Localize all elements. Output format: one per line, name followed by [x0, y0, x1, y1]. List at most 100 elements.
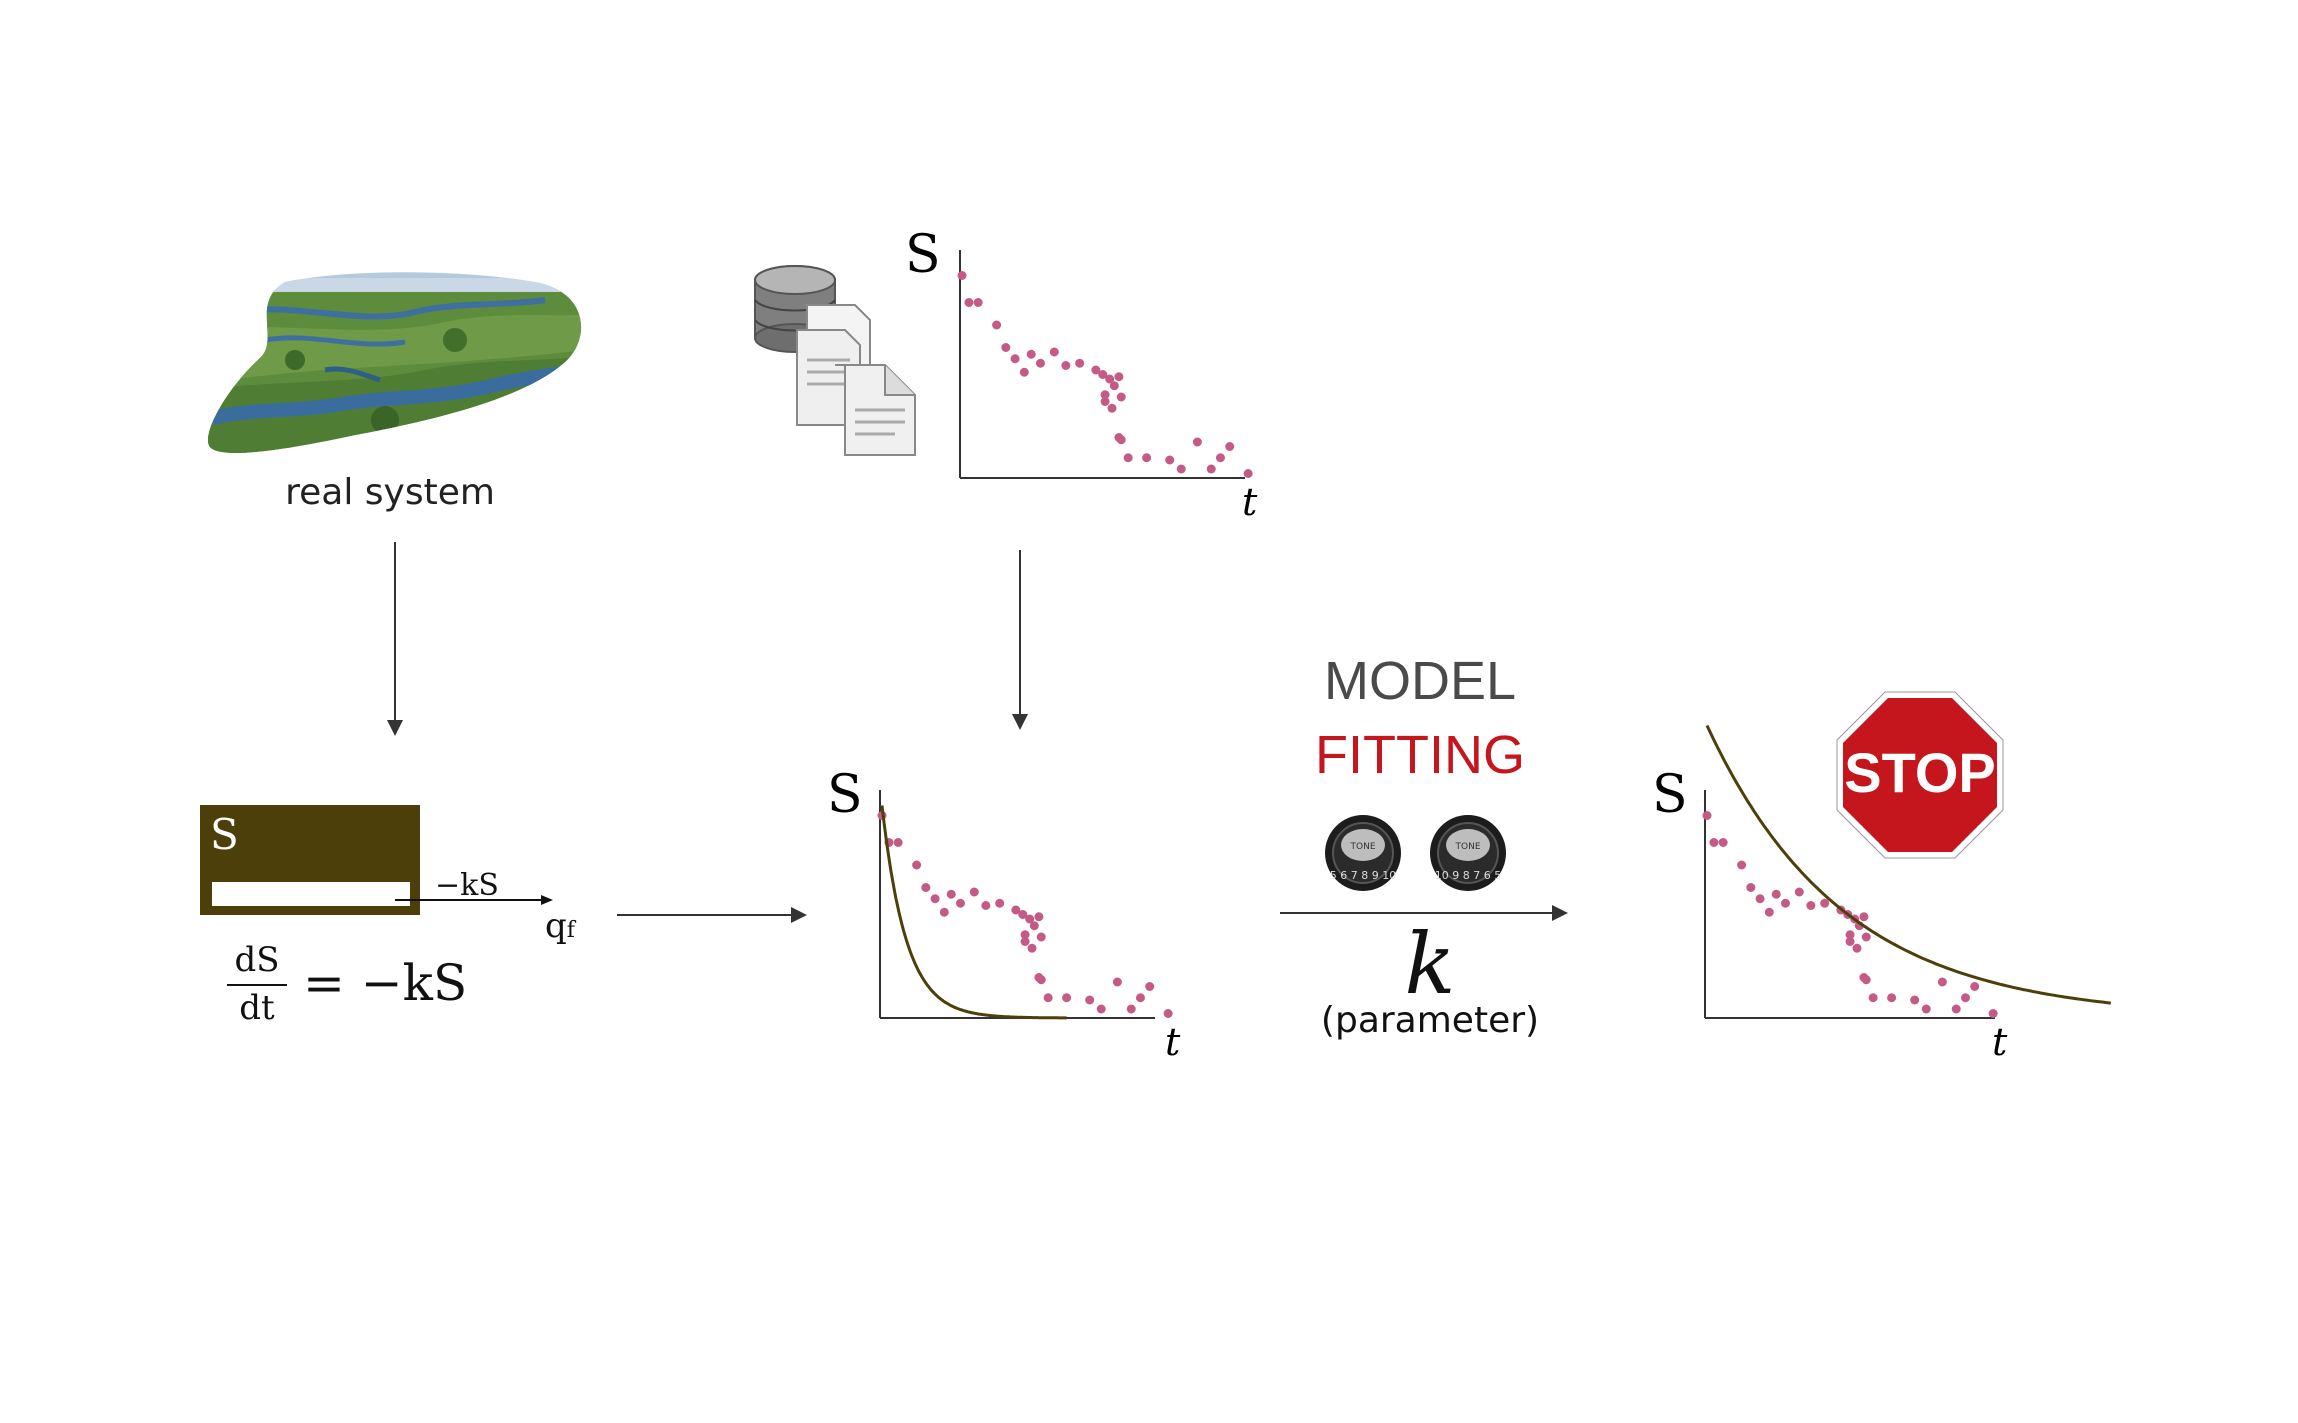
data-point	[1861, 975, 1871, 985]
x-axis-label: t	[1992, 1020, 2008, 1064]
data-point	[1215, 453, 1225, 463]
data-point	[1061, 361, 1071, 370]
x-axis-label: t	[1165, 1020, 1181, 1064]
data-point	[1937, 977, 1947, 987]
flow-label: −kS	[435, 868, 499, 903]
outflow-subscript: f	[566, 918, 575, 943]
data-point	[1859, 912, 1869, 922]
data-point	[1764, 907, 1774, 917]
data-point	[1960, 993, 1970, 1003]
data-icons	[745, 260, 935, 460]
data-point	[1243, 469, 1253, 478]
data-point	[1771, 889, 1781, 899]
data-point	[1091, 365, 1101, 375]
data-point	[1746, 883, 1756, 892]
data-point	[1010, 354, 1020, 364]
knob-label: TONE	[1454, 842, 1480, 852]
data-point	[1020, 937, 1030, 946]
model-label: MODEL	[1323, 651, 1517, 711]
data-point	[1105, 374, 1115, 384]
data-point	[921, 883, 931, 892]
data-point	[1043, 993, 1053, 1003]
stop-text: STOP	[1844, 741, 1995, 804]
data-point	[1709, 838, 1719, 847]
data-point	[1861, 932, 1871, 942]
data-point	[1020, 930, 1030, 940]
outflow-label: qf	[545, 906, 575, 946]
initial-model-chart: S t	[827, 765, 1181, 1064]
data-point	[969, 887, 979, 897]
fraction-bar	[227, 984, 287, 986]
data-point	[1988, 1009, 1998, 1018]
data-point	[1970, 982, 1980, 991]
y-axis-label: S	[827, 765, 863, 825]
data-point	[1085, 995, 1095, 1005]
data-point	[1036, 975, 1046, 985]
data-point	[1025, 914, 1035, 924]
data-point	[1062, 993, 1072, 1003]
data-point	[1794, 887, 1804, 897]
data-point	[1868, 993, 1878, 1003]
data-point	[946, 889, 956, 899]
data-point	[1011, 905, 1021, 915]
y-axis-label: S	[1652, 765, 1688, 825]
knob-label: TONE	[1349, 842, 1375, 852]
data-point	[1026, 349, 1036, 359]
data-point	[939, 907, 949, 917]
data-point	[1780, 898, 1790, 908]
data-point	[1820, 898, 1830, 908]
arrow-right-2	[1280, 905, 1568, 921]
data-points	[957, 271, 1253, 478]
data-point	[1001, 343, 1011, 352]
data-point	[1126, 1004, 1136, 1014]
landscape-image	[208, 272, 582, 453]
fitted-model-chart: S t	[1652, 724, 2111, 1064]
tone-knob-icon[interactable]: TONE 10 9 8 7 6 5	[1430, 815, 1506, 891]
data-point	[1075, 358, 1085, 368]
data-point	[1116, 392, 1126, 402]
data-point	[1019, 367, 1029, 377]
data-point	[973, 298, 983, 307]
data-point	[930, 894, 940, 904]
bucket-state-label: S	[210, 810, 239, 859]
svg-text:10 9 8 7 6 5: 10 9 8 7 6 5	[1435, 869, 1501, 882]
arrow-down-left	[387, 542, 403, 736]
data-point	[1107, 403, 1117, 413]
observed-data-chart: S t	[905, 225, 1258, 524]
data-point	[1123, 453, 1133, 463]
data-point	[1100, 390, 1110, 400]
stop-sign: STOP	[1836, 691, 2004, 859]
data-point	[1109, 381, 1119, 391]
equation-numerator: dS	[234, 940, 280, 980]
outflow-symbol: q	[545, 906, 567, 946]
data-point	[1018, 910, 1028, 919]
data-point	[1049, 347, 1059, 357]
arrow-down-middle	[1012, 550, 1028, 730]
real-system-image	[205, 270, 585, 460]
data-point	[1036, 932, 1046, 942]
data-point	[1910, 995, 1920, 1005]
data-point	[981, 901, 991, 910]
fitted-curve	[1705, 724, 2111, 1005]
bucket-model	[200, 805, 553, 915]
data-point	[1921, 1004, 1931, 1014]
documents-icon	[796, 304, 916, 456]
data-point	[992, 320, 1002, 330]
data-point	[1163, 1009, 1173, 1018]
data-point	[893, 838, 903, 847]
data-point	[1135, 993, 1145, 1003]
data-point	[1718, 838, 1728, 847]
data-point	[1887, 993, 1897, 1003]
data-point	[1027, 943, 1037, 953]
data-point	[964, 298, 974, 307]
data-point	[1116, 435, 1126, 445]
parameter-symbol: k	[1404, 915, 1456, 1013]
data-point	[955, 898, 965, 908]
tone-knob-icon[interactable]: TONE 5 6 7 8 9 10	[1325, 815, 1401, 891]
model-equation: dS dt = −kS	[225, 940, 485, 1030]
data-point	[1034, 912, 1044, 922]
data-point	[1192, 437, 1202, 447]
data-point	[1702, 811, 1712, 820]
data-points	[1702, 811, 1998, 1018]
equation-rhs: = −kS	[303, 954, 468, 1012]
